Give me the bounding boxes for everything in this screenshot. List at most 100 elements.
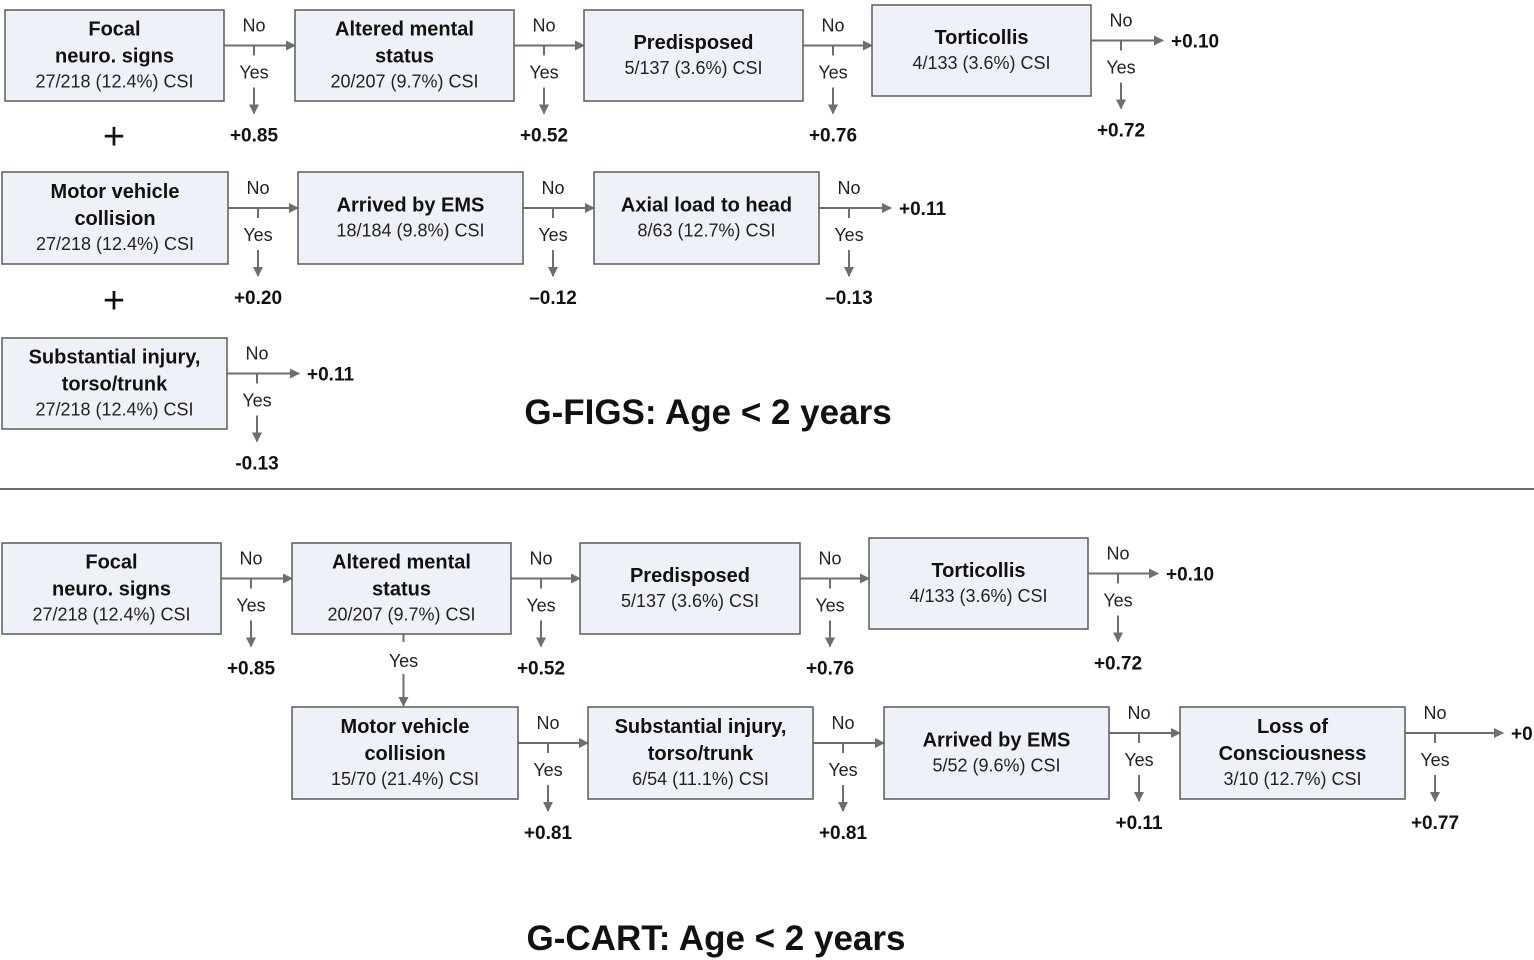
node-title-c4: Torticollis xyxy=(931,560,1025,582)
no-label-c2: No xyxy=(529,549,552,569)
node-title-g3: Predisposed xyxy=(633,32,753,54)
node-stat-c4: 4/133 (3.6%) CSI xyxy=(909,586,1047,606)
gfigs-title: G-FIGS: Age < 2 years xyxy=(524,393,891,432)
node-title-c1: Focal xyxy=(85,552,137,574)
yes-label-c8: Yes xyxy=(1420,750,1449,770)
yes-value-c6: +0.81 xyxy=(819,823,868,844)
node-stat-g3: 5/137 (3.6%) CSI xyxy=(624,58,762,78)
no-label-c6: No xyxy=(831,713,854,733)
yes-value-c5: +0.81 xyxy=(524,823,573,844)
yes-label-g1: Yes xyxy=(239,63,268,83)
node-stat-c3: 5/137 (3.6%) CSI xyxy=(621,591,759,611)
no-label-c1: No xyxy=(239,549,262,569)
node-title-c8: Consciousness xyxy=(1219,743,1367,765)
node-box-g5 xyxy=(1,171,229,265)
node-box-g4 xyxy=(871,4,1092,97)
node-box-c5 xyxy=(291,706,519,800)
node-title-g2: status xyxy=(375,46,434,68)
no-value-c4: +0.10 xyxy=(1166,565,1214,586)
yes-label-c7: Yes xyxy=(1124,750,1153,770)
node-stat-g2: 20/207 (9.7%) CSI xyxy=(330,72,478,92)
no-label-g3: No xyxy=(821,16,844,36)
yes-label-c5: Yes xyxy=(533,760,562,780)
no-value-g7: +0.11 xyxy=(899,199,946,220)
yes-label-c2b: Yes xyxy=(526,596,555,616)
yes-value-c3: +0.76 xyxy=(806,659,854,680)
node-box-g7 xyxy=(593,171,820,265)
node-title-c2: status xyxy=(372,579,431,601)
node-title-g7: Axial load to head xyxy=(621,195,792,217)
node-box-g3 xyxy=(583,9,804,102)
node-title-g5: Motor vehicle xyxy=(51,181,180,203)
node-box-c1 xyxy=(1,542,222,635)
node-box-g8 xyxy=(1,337,228,430)
no-label-c3: No xyxy=(818,549,841,569)
yes-label-g2: Yes xyxy=(529,63,558,83)
no-label-g2: No xyxy=(532,16,555,36)
no-value-c2: +0.52 xyxy=(517,659,565,680)
no-label-g4: No xyxy=(1109,11,1132,31)
yes-value-c8: +0.77 xyxy=(1411,813,1459,834)
node-stat-c8: 3/10 (12.7%) CSI xyxy=(1223,769,1361,789)
yes-value-c1: +0.85 xyxy=(227,659,276,680)
node-stat-c1: 27/218 (12.4%) CSI xyxy=(32,605,190,625)
node-title-g1: neuro. signs xyxy=(55,46,174,68)
plus-sign-1: + xyxy=(103,116,125,158)
no-label-g5: No xyxy=(246,178,269,198)
node-box-g6 xyxy=(297,171,524,265)
yes-label-g3: Yes xyxy=(818,63,847,83)
no-value-g8: +0.11 xyxy=(307,365,354,386)
node-title-c7: Arrived by EMS xyxy=(923,730,1071,752)
node-title-c5: Motor vehicle xyxy=(341,716,470,738)
node-stat-g5: 27/218 (12.4%) CSI xyxy=(36,234,194,254)
yes-label-c4: Yes xyxy=(1103,591,1132,611)
connector-layer xyxy=(0,35,1534,812)
yes-value-g5: +0.20 xyxy=(234,288,282,309)
gcart-title: G-CART: Age < 2 years xyxy=(527,919,906,958)
node-title-g8: Substantial injury, xyxy=(29,347,201,369)
node-stat-g7: 8/63 (12.7%) CSI xyxy=(637,221,775,241)
node-title-g2: Altered mental xyxy=(335,19,474,41)
no-label-c8: No xyxy=(1423,703,1446,723)
yes-label-g6: Yes xyxy=(538,225,567,245)
node-title-c2: Altered mental xyxy=(332,552,471,574)
yes-label-c3: Yes xyxy=(815,596,844,616)
node-stat-c5: 15/70 (21.4%) CSI xyxy=(331,769,479,789)
node-title-g1: Focal xyxy=(88,19,140,41)
no-label-g8: No xyxy=(245,344,268,364)
no-label-g1: No xyxy=(242,16,265,36)
node-title-c1: neuro. signs xyxy=(52,579,171,601)
no-label-g7: No xyxy=(837,178,860,198)
node-box-c2 xyxy=(291,542,512,635)
node-title-c6: torso/trunk xyxy=(648,743,754,765)
node-box-c6 xyxy=(587,706,814,800)
yes-value-g6: –0.12 xyxy=(529,288,577,309)
node-box-c4 xyxy=(868,537,1089,630)
node-box-c3 xyxy=(579,542,801,635)
yes-value-g7: –0.13 xyxy=(825,288,873,309)
yes-value-c4: +0.72 xyxy=(1094,654,1142,675)
yes-label-g5: Yes xyxy=(243,225,272,245)
node-stat-g1: 27/218 (12.4%) CSI xyxy=(35,72,193,92)
yes-value-g2: +0.52 xyxy=(520,126,568,147)
yes-value-g8: -0.13 xyxy=(235,454,278,475)
node-title-g4: Torticollis xyxy=(934,27,1028,49)
yes-value-g1: +0.85 xyxy=(230,126,279,147)
node-box-c7 xyxy=(883,706,1110,800)
no-label-c5: No xyxy=(536,713,559,733)
node-title-c3: Predisposed xyxy=(630,565,750,587)
yes-label-g8: Yes xyxy=(242,391,271,411)
yes-label-c6: Yes xyxy=(828,760,857,780)
yes-value-c7: +0.11 xyxy=(1115,813,1162,834)
node-title-c8: Loss of xyxy=(1257,716,1328,738)
yes-label-c2: Yes xyxy=(389,651,418,671)
yes-label-g7: Yes xyxy=(834,225,863,245)
node-title-g8: torso/trunk xyxy=(62,374,168,396)
node-box-g2 xyxy=(294,9,515,102)
node-layer xyxy=(1,4,1406,800)
no-label-c7: No xyxy=(1127,703,1150,723)
node-stat-c7: 5/52 (9.6%) CSI xyxy=(932,756,1060,776)
node-stat-c2: 20/207 (9.7%) CSI xyxy=(327,605,475,625)
